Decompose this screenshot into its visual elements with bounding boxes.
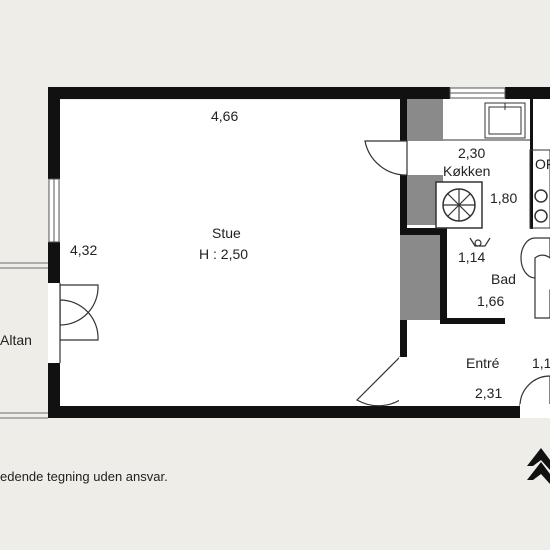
bad-width-label: 1,14 (458, 249, 486, 265)
bad-name-label: Bad (491, 271, 516, 287)
stue-height-label: H : 2,50 (199, 246, 249, 262)
stue-depth-label: 4,32 (70, 242, 98, 258)
stue-name-label: Stue (212, 225, 241, 241)
kokken-depth-label: 1,80 (490, 190, 518, 206)
hob-icon (534, 189, 548, 223)
front-door (519, 375, 550, 418)
stue-width-label: 4,66 (211, 108, 239, 124)
shaft (400, 99, 443, 320)
entre-name-label: Entré (466, 355, 500, 371)
disclaimer-text: edende tegning uden ansvar. (0, 469, 168, 484)
kokken-width-label: 2,30 (458, 145, 486, 161)
oven-label: OF (535, 156, 550, 172)
altan-name-label: Altan (0, 332, 32, 348)
stue-entry-door (356, 355, 407, 407)
stue-window (48, 178, 60, 243)
bath-fixtures (469, 237, 550, 319)
entre-width-label: 2,31 (475, 385, 503, 401)
kokken-name-label: Køkken (443, 163, 491, 179)
kitchen-window (449, 87, 506, 99)
entre-depth-label: 1,1 (532, 355, 550, 371)
kitchen-door (364, 140, 408, 176)
bad-depth-label: 1,66 (477, 293, 505, 309)
balcony-outline (0, 262, 48, 419)
kitchen-counter (443, 102, 550, 229)
kitchen-table-icon (435, 181, 483, 229)
balcony-door (48, 283, 99, 363)
entry-arrow-icon (527, 448, 550, 484)
